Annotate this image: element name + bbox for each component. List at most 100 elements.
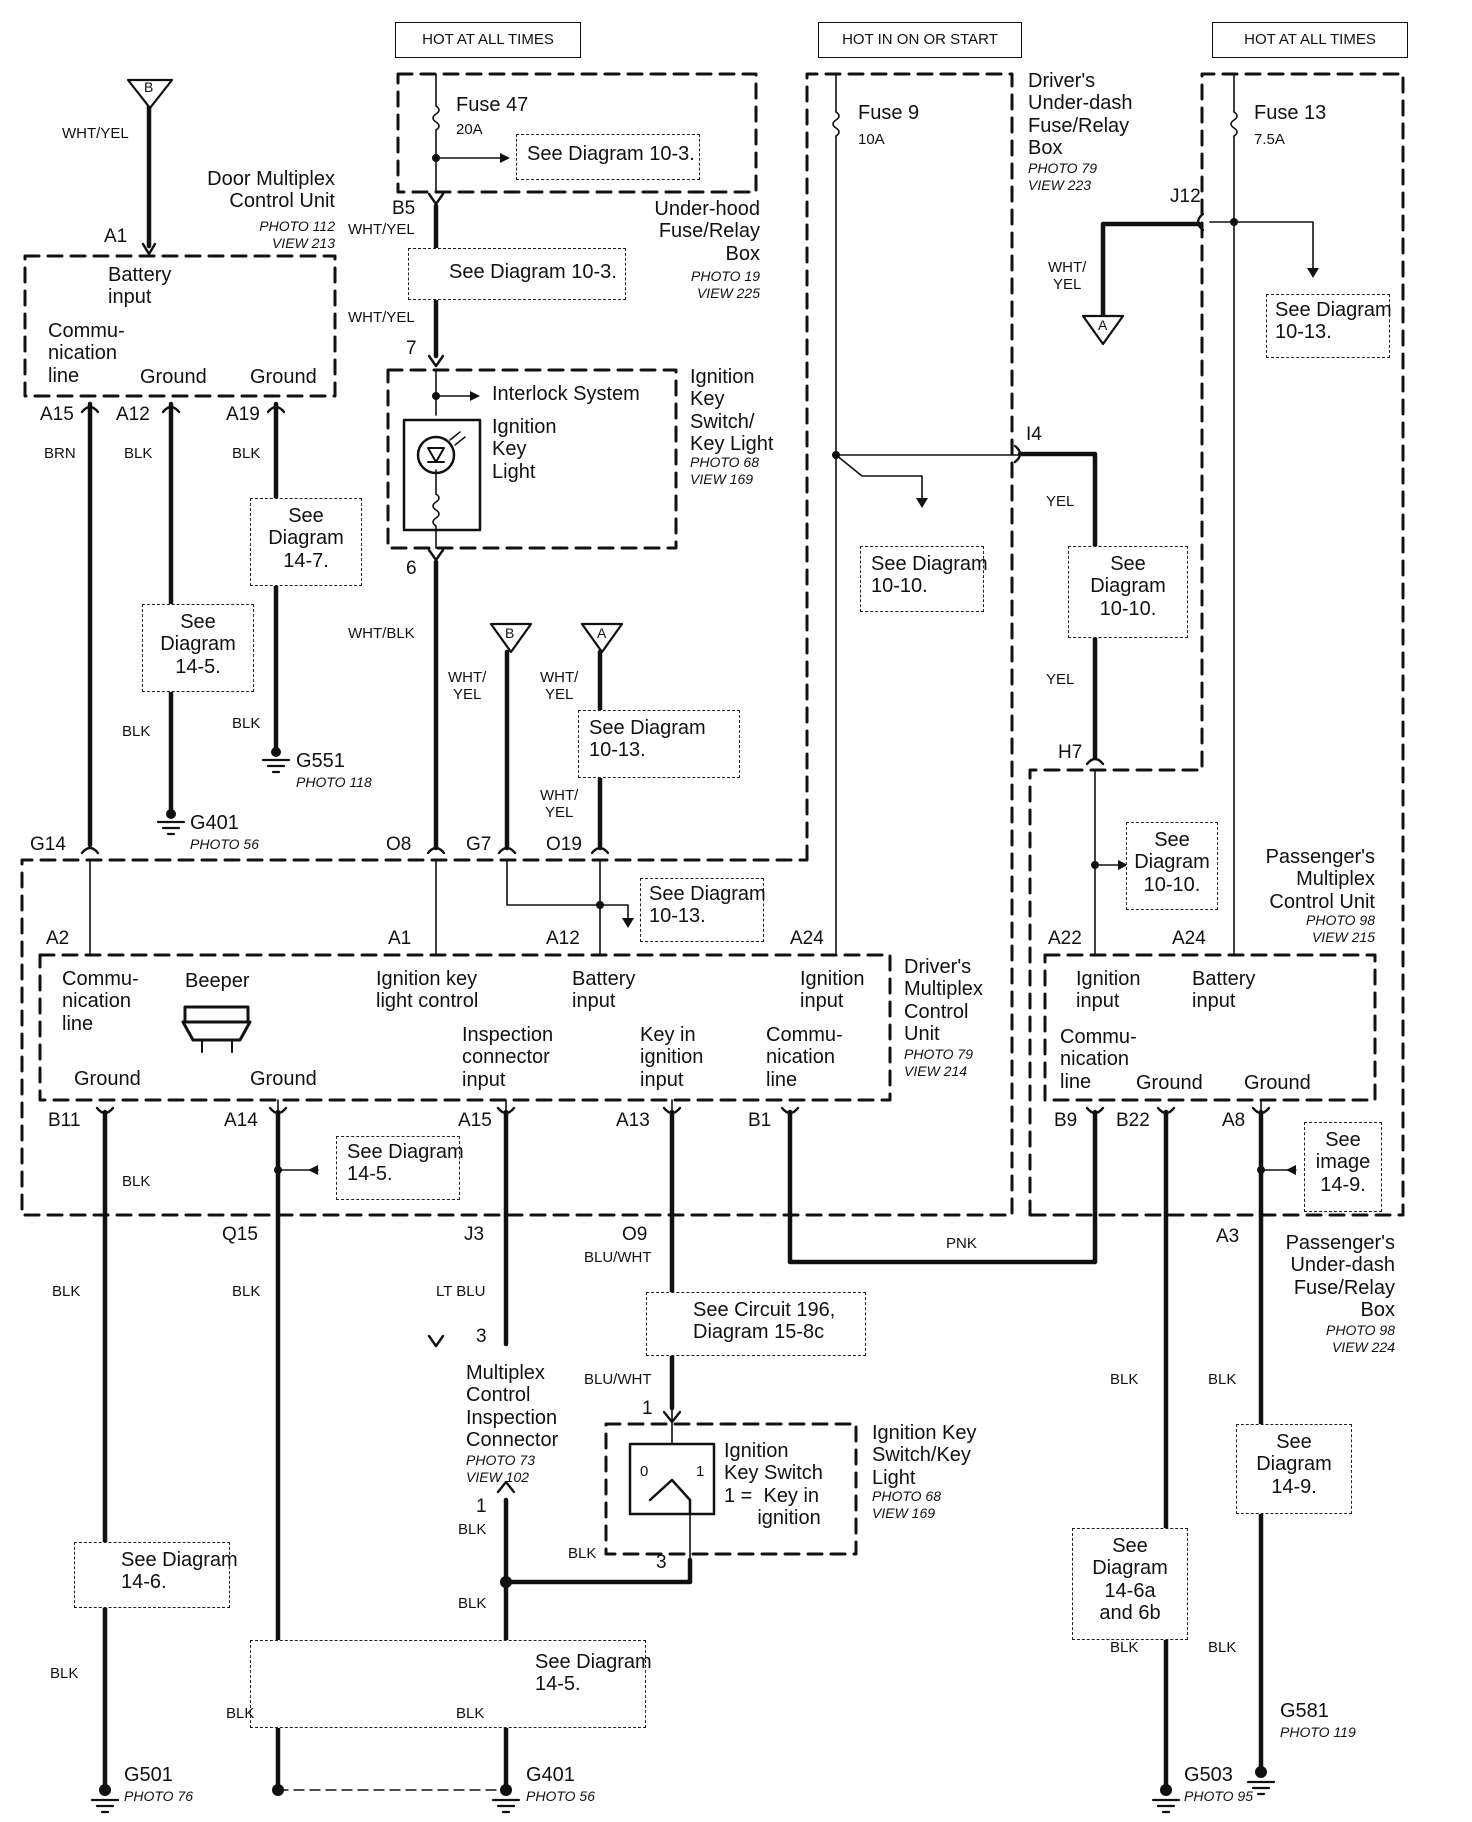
drv-dash-title: Driver's Under-dash Fuse/Relay Box xyxy=(1028,70,1133,160)
switch-pos-1: 1 xyxy=(696,1463,705,1480)
pin-b5: B5 xyxy=(392,198,416,219)
pin-a1-door: A1 xyxy=(104,226,128,247)
pin-o9: O9 xyxy=(622,1224,648,1245)
ground-g401-2-photo: PHOTO 56 xyxy=(526,1788,595,1804)
wire-color-23: BLK xyxy=(1208,1371,1237,1388)
pin-1-insp: 1 xyxy=(476,1496,487,1517)
pass-dash-title: Passenger's Under-dash Fuse/Relay Box xyxy=(1285,1232,1395,1322)
pin-g14: G14 xyxy=(30,834,66,855)
ignition-key-light-label: Ignition Key Light xyxy=(492,416,557,483)
door-mux-photo: PHOTO 112 VIEW 213 xyxy=(259,218,335,251)
insp-conn-photo: PHOTO 73 VIEW 102 xyxy=(466,1452,535,1485)
pin-b22: B22 xyxy=(1116,1110,1150,1131)
wire-color-27: BLK xyxy=(50,1665,79,1682)
pin-o19: O19 xyxy=(546,834,582,855)
drv-mux-comm-line-2: Commu- nication line xyxy=(766,1024,843,1091)
connector-b-label-2: B xyxy=(505,625,515,641)
pin-a19-door: A19 xyxy=(226,404,260,425)
pass-dash-photo: PHOTO 98 VIEW 224 xyxy=(1326,1322,1395,1355)
pin-j12: J12 xyxy=(1170,186,1201,207)
drv-mux-inspection-input: Inspection connector input xyxy=(462,1024,554,1091)
pin-a15-drv: A15 xyxy=(458,1110,492,1131)
wire-color-4: BRN xyxy=(44,445,76,462)
wire-color-6: BLK xyxy=(232,445,261,462)
drv-mux-box xyxy=(38,953,892,1102)
see-ref-14: See Diagram 14-6. xyxy=(74,1542,238,1608)
insp-conn-title: Multiplex Control Inspection Connector xyxy=(466,1362,559,1452)
pin-a24-drv: A24 xyxy=(790,928,824,949)
pin-a8: A8 xyxy=(1222,1110,1246,1131)
connector-a-label: A xyxy=(597,625,607,641)
pass-dash-box xyxy=(1028,72,1405,1217)
see-ref-17: See Diagram 14-5. xyxy=(250,1640,652,1728)
wire-color-17: BLK xyxy=(232,1283,261,1300)
wire-color-24: BLK xyxy=(458,1521,487,1538)
pin-a12-door: A12 xyxy=(116,404,150,425)
fuse-47-label: Fuse 47 xyxy=(456,94,529,116)
see-ref-4: See Diagram 14-5. xyxy=(142,604,254,692)
ground-g581: G581 xyxy=(1280,1700,1329,1722)
underhood-fuse-box xyxy=(396,72,758,194)
drv-mux-battery-input: Battery input xyxy=(572,968,636,1013)
pin-3-insp: 3 xyxy=(476,1326,487,1347)
pin-6: 6 xyxy=(406,558,417,579)
door-mux-battery-input: Battery input xyxy=(108,264,172,309)
pin-a13: A13 xyxy=(616,1110,650,1131)
see-ref-12: See image 14-9. xyxy=(1304,1122,1382,1212)
fuse-13-label: Fuse 13 xyxy=(1254,102,1327,124)
wire-color-1: WHT/YEL xyxy=(62,125,129,142)
pin-q15: Q15 xyxy=(222,1224,258,1245)
ign-key-switch-box xyxy=(604,1422,858,1556)
drv-mux-comm-line: Commu- nication line xyxy=(62,968,139,1035)
see-ref-10: See Diagram 10-13. xyxy=(640,878,766,942)
wire-color-30: BLK xyxy=(1110,1639,1139,1656)
drv-mux-ground-2: Ground xyxy=(250,1068,317,1090)
pass-mux-title: Passenger's Multiplex Control Unit xyxy=(1265,846,1375,913)
ign-key-light-title: Ignition Key Switch/ Key Light xyxy=(690,366,774,456)
drv-dash-box xyxy=(20,72,1014,1217)
underhood-title: Under-hood Fuse/Relay Box xyxy=(654,198,760,265)
see-ref-2: See Diagram 10-3. xyxy=(408,248,626,300)
wire-color-22: BLK xyxy=(1110,1371,1139,1388)
hot-at-all-times-left: HOT AT ALL TIMES xyxy=(395,22,581,58)
fuse-9-label: Fuse 9 xyxy=(858,102,920,124)
see-ref-1: See Diagram 10-3. xyxy=(516,134,700,180)
ground-g401-photo: PHOTO 56 xyxy=(190,836,259,852)
ground-g503-photo: PHOTO 95 xyxy=(1184,1788,1253,1804)
pin-a3: A3 xyxy=(1216,1226,1240,1247)
ground-g503: G503 xyxy=(1184,1764,1233,1786)
wire-color-29: BLK xyxy=(456,1705,485,1722)
drv-mux-key-in-ignition-input: Key in ignition input xyxy=(640,1024,704,1091)
pin-a15-door: A15 xyxy=(40,404,74,425)
pass-mux-box xyxy=(1043,953,1377,1102)
door-mux-title: Door Multiplex Control Unit xyxy=(207,168,335,213)
wire-color-26: BLK xyxy=(458,1595,487,1612)
wire-color-11: BLK xyxy=(122,723,151,740)
ign-key-switch-title: Ignition Key Switch/Key Light xyxy=(872,1422,977,1489)
wire-color-28: BLK xyxy=(226,1705,255,1722)
ign-key-switch-photo: PHOTO 68 VIEW 169 xyxy=(872,1488,941,1521)
pin-1-switch: 1 xyxy=(642,1398,653,1419)
wire-color-3: WHT/YEL xyxy=(348,309,415,326)
pin-g7: G7 xyxy=(466,834,492,855)
drv-mux-title: Driver's Multiplex Control Unit xyxy=(904,956,983,1046)
wire-color-25: BLK xyxy=(568,1545,597,1562)
pin-o8: O8 xyxy=(386,834,412,855)
fuse-13-rating: 7.5A xyxy=(1254,131,1285,148)
see-ref-5: See Diagram 10-10. xyxy=(860,546,988,612)
wire-color-13: WHT/ YEL xyxy=(1048,259,1087,293)
door-mux-ground-2: Ground xyxy=(250,366,317,388)
wire-color-9: WHT/ YEL xyxy=(540,669,579,703)
ign-key-switch-inner: Ignition Key Switch 1 = Key in ignition xyxy=(724,1440,823,1530)
door-mux-ground-1: Ground xyxy=(140,366,207,388)
wire-color-12: BLK xyxy=(232,715,261,732)
ground-g551-photo: PHOTO 118 xyxy=(296,774,372,790)
ign-key-light-photo: PHOTO 68 VIEW 169 xyxy=(690,454,759,487)
pass-mux-ground-2: Ground xyxy=(1244,1072,1311,1094)
see-ref-9: See Diagram 10-10. xyxy=(1126,822,1218,910)
wire-color-2: WHT/YEL xyxy=(348,221,415,238)
see-ref-8: See Diagram 10-13. xyxy=(1266,294,1392,358)
wire-color-5: BLK xyxy=(124,445,153,462)
see-ref-15: See Diagram 14-9. xyxy=(1236,1424,1352,1514)
wire-color-21: BLU/WHT xyxy=(584,1371,652,1388)
